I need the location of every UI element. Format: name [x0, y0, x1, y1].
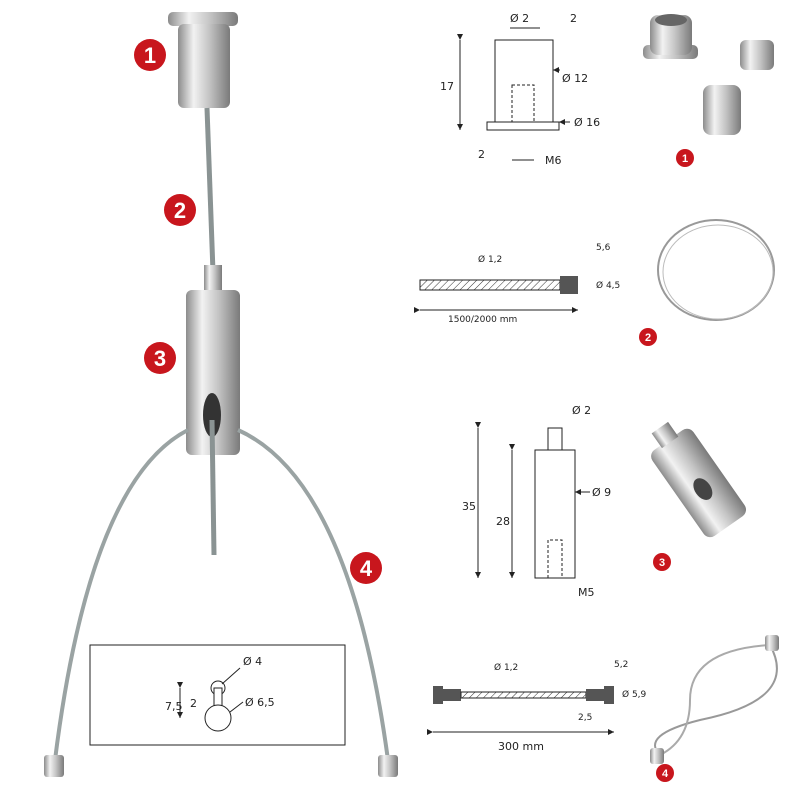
svg-text:Ø 16: Ø 16 — [574, 116, 600, 129]
part3-drawing — [475, 422, 590, 579]
part3-photo — [651, 421, 747, 538]
svg-text:5,2: 5,2 — [614, 660, 628, 670]
y-cable-left — [53, 428, 189, 761]
svg-text:Ø 1,2: Ø 1,2 — [478, 254, 502, 265]
keyhole-height: 7,5 — [165, 700, 183, 713]
svg-text:1: 1 — [682, 153, 688, 165]
svg-text:28: 28 — [496, 515, 510, 528]
svg-text:3: 3 — [659, 557, 665, 569]
svg-text:2: 2 — [174, 198, 186, 223]
svg-text:2: 2 — [645, 332, 651, 344]
keyhole-drawing: 7,5 2 Ø 4 Ø 6,5 — [89, 644, 346, 746]
svg-text:5,6: 5,6 — [596, 243, 611, 253]
svg-text:Ø 5,9: Ø 5,9 — [622, 689, 647, 700]
svg-text:Ø 1,2: Ø 1,2 — [494, 662, 518, 673]
svg-text:35: 35 — [462, 500, 476, 513]
part4-drawing: Ø 1,2 5,2 Ø 5,9 2,5 300 mm — [427, 660, 647, 753]
keyhole-width: 2 — [190, 697, 197, 710]
part2-drawing: Ø 1,2 5,6 Ø 4,5 1500/2000 mm — [414, 243, 620, 325]
svg-text:1: 1 — [144, 43, 156, 68]
keyhole-small-diameter: Ø 4 — [243, 655, 262, 668]
badges: 1 2 3 4 1 2 3 4 — [134, 39, 694, 782]
svg-text:Ø 2: Ø 2 — [572, 404, 591, 417]
svg-text:4: 4 — [360, 556, 373, 581]
svg-text:2: 2 — [570, 12, 577, 25]
part1-photo — [643, 14, 774, 135]
svg-text:M6: M6 — [545, 154, 562, 167]
steel-cable — [204, 107, 216, 273]
part4-photo — [650, 635, 779, 764]
svg-text:Ø 9: Ø 9 — [592, 486, 611, 499]
svg-text:3: 3 — [154, 346, 166, 371]
svg-text:Ø 12: Ø 12 — [562, 72, 588, 85]
y-cable-right — [237, 428, 390, 761]
svg-text:Ø 2: Ø 2 — [510, 12, 529, 25]
svg-text:1500/2000 mm: 1500/2000 mm — [448, 315, 517, 325]
part1-drawing — [457, 27, 570, 161]
ceiling-cap — [178, 24, 230, 108]
part1-labels: Ø 2 2 17 Ø 12 Ø 16 2 M6 — [440, 12, 600, 167]
assembled-product-photo — [44, 12, 398, 777]
ceiling-cap-flange — [168, 12, 238, 26]
keyhole-large-diameter: Ø 6,5 — [245, 696, 275, 709]
svg-text:17: 17 — [440, 80, 454, 93]
svg-text:2: 2 — [478, 148, 485, 161]
part3-labels: Ø 2 35 28 Ø 9 M5 — [462, 404, 611, 599]
svg-text:4: 4 — [662, 768, 669, 780]
part2-photo — [657, 219, 775, 321]
cable-gripper — [186, 290, 240, 455]
svg-text:300 mm: 300 mm — [498, 740, 544, 753]
svg-text:Ø 4,5: Ø 4,5 — [596, 280, 620, 291]
svg-text:2,5: 2,5 — [578, 713, 592, 723]
svg-text:M5: M5 — [578, 586, 595, 599]
